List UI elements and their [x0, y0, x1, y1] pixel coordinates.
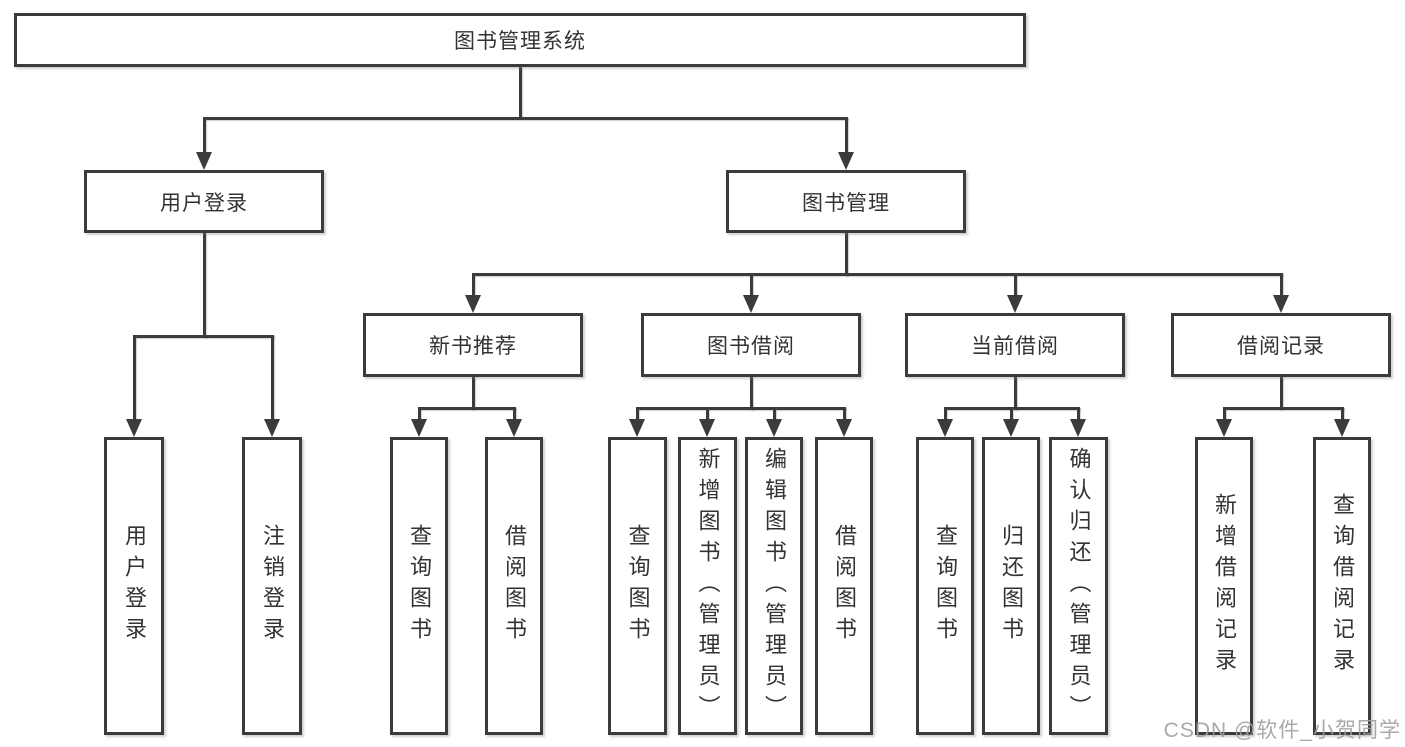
leaf-logout: 注销登录	[242, 437, 302, 735]
leaf-current-return: 归还图书	[982, 437, 1040, 735]
connector-stem-b1	[635, 407, 639, 421]
leaf-records-query-label: 查询借阅记录	[1330, 493, 1355, 679]
arrowhead-c1	[937, 419, 953, 437]
arrowhead-login-leaf	[126, 419, 142, 437]
arrowhead-b2	[699, 419, 715, 437]
leaf-logout-label: 注销登录	[260, 524, 285, 648]
connector-stem-login-leaf	[132, 335, 136, 421]
leaf-current-query: 查询图书	[916, 437, 974, 735]
node-current-borrow: 当前借阅	[905, 313, 1125, 377]
connector-stem-b4	[842, 407, 846, 421]
connector-stem-b3	[772, 407, 776, 421]
connector-stem-d2	[1340, 407, 1344, 421]
node-new-books-label: 新书推荐	[429, 335, 517, 358]
arrowhead-c2	[1003, 419, 1019, 437]
connector-book-borrow-stub	[749, 377, 753, 410]
connector-new-books-rail	[417, 407, 516, 410]
arrowhead-b4	[836, 419, 852, 437]
node-book-borrow: 图书借阅	[641, 313, 861, 377]
leaf-user-login: 用户登录	[104, 437, 164, 735]
arrowhead-a1	[411, 419, 427, 437]
leaf-records-query: 查询借阅记录	[1313, 437, 1371, 735]
connector-book-mgmt-stub	[844, 233, 848, 276]
leaf-current-confirm-return: 确认归还（管理员）	[1049, 437, 1108, 735]
arrowhead-book-mgmt	[838, 152, 854, 170]
connector-stem-a2	[512, 407, 516, 421]
connector-stem-a1	[417, 407, 421, 421]
connector-user-login-stub	[202, 233, 206, 338]
leaf-current-confirm-return-label: 确认归还（管理员）	[1066, 446, 1092, 726]
connector-stem-c3	[1076, 407, 1080, 421]
leaf-records-add-label: 新增借阅记录	[1212, 493, 1237, 679]
connector-stem-user-login	[202, 117, 206, 155]
connector-current-borrow-stub	[1013, 377, 1017, 410]
leaf-new-books-query-label: 查询图书	[407, 524, 432, 648]
arrowhead-d1	[1216, 419, 1232, 437]
leaf-borrow-query: 查询图书	[608, 437, 667, 735]
connector-stem-current-borrow	[1013, 273, 1017, 298]
arrowhead-a2	[506, 419, 522, 437]
connector-stem-b2	[705, 407, 709, 421]
leaf-new-books-borrow: 借阅图书	[485, 437, 543, 735]
connector-stem-book-borrow	[749, 273, 753, 298]
arrowhead-borrow-records	[1273, 295, 1289, 313]
node-book-management: 图书管理	[726, 170, 966, 233]
node-new-books: 新书推荐	[363, 313, 583, 377]
arrowhead-b1	[629, 419, 645, 437]
connector-stem-c2	[1009, 407, 1013, 421]
arrowhead-current-borrow	[1007, 295, 1023, 313]
connector-level3-rail	[471, 273, 1283, 276]
connector-borrow-records-rail	[1222, 407, 1344, 410]
connector-stem-book-mgmt	[844, 117, 848, 155]
leaf-borrow-add-book-label: 新增图书（管理员）	[695, 446, 721, 726]
leaf-borrow-add-book: 新增图书（管理员）	[678, 437, 737, 735]
arrowhead-user-login	[196, 152, 212, 170]
leaf-new-books-borrow-label: 借阅图书	[502, 524, 527, 648]
leaf-borrow-book-label: 借阅图书	[832, 524, 857, 648]
connector-stem-borrow-records	[1279, 273, 1283, 298]
node-current-borrow-label: 当前借阅	[971, 335, 1059, 358]
leaf-borrow-book: 借阅图书	[815, 437, 873, 735]
connector-stem-c1	[943, 407, 947, 421]
connector-stem-logout-leaf	[270, 335, 274, 421]
connector-level2-rail	[202, 117, 848, 120]
leaf-current-query-label: 查询图书	[933, 524, 958, 648]
connector-user-login-rail	[132, 335, 274, 338]
connector-borrow-records-stub	[1279, 377, 1283, 410]
csdn-watermark: CSDN @软件_小贺同学	[1163, 719, 1401, 742]
leaf-current-return-label: 归还图书	[999, 524, 1024, 648]
node-book-management-label: 图书管理	[802, 191, 890, 215]
connector-stem-new-books	[471, 273, 475, 298]
arrowhead-b3	[766, 419, 782, 437]
node-user-login: 用户登录	[84, 170, 324, 233]
connector-stem-d1	[1222, 407, 1226, 421]
connector-new-books-stub	[471, 377, 475, 410]
leaf-user-login-label: 用户登录	[122, 524, 147, 648]
node-borrow-records: 借阅记录	[1171, 313, 1391, 377]
leaf-records-add: 新增借阅记录	[1195, 437, 1253, 735]
arrowhead-d2	[1334, 419, 1350, 437]
arrowhead-new-books	[465, 295, 481, 313]
arrowhead-c3	[1070, 419, 1086, 437]
node-root: 图书管理系统	[14, 13, 1026, 67]
node-book-borrow-label: 图书借阅	[707, 335, 795, 358]
arrowhead-book-borrow	[743, 295, 759, 313]
leaf-borrow-edit-book: 编辑图书（管理员）	[745, 437, 803, 735]
arrowhead-logout-leaf	[264, 419, 280, 437]
leaf-borrow-edit-book-label: 编辑图书（管理员）	[762, 446, 787, 726]
connector-root-stub	[518, 67, 522, 117]
connector-book-borrow-rail	[635, 407, 846, 410]
node-root-label: 图书管理系统	[454, 30, 586, 53]
node-borrow-records-label: 借阅记录	[1237, 335, 1325, 358]
leaf-borrow-query-label: 查询图书	[625, 524, 651, 648]
leaf-new-books-query: 查询图书	[390, 437, 448, 735]
node-user-login-label: 用户登录	[160, 191, 248, 215]
